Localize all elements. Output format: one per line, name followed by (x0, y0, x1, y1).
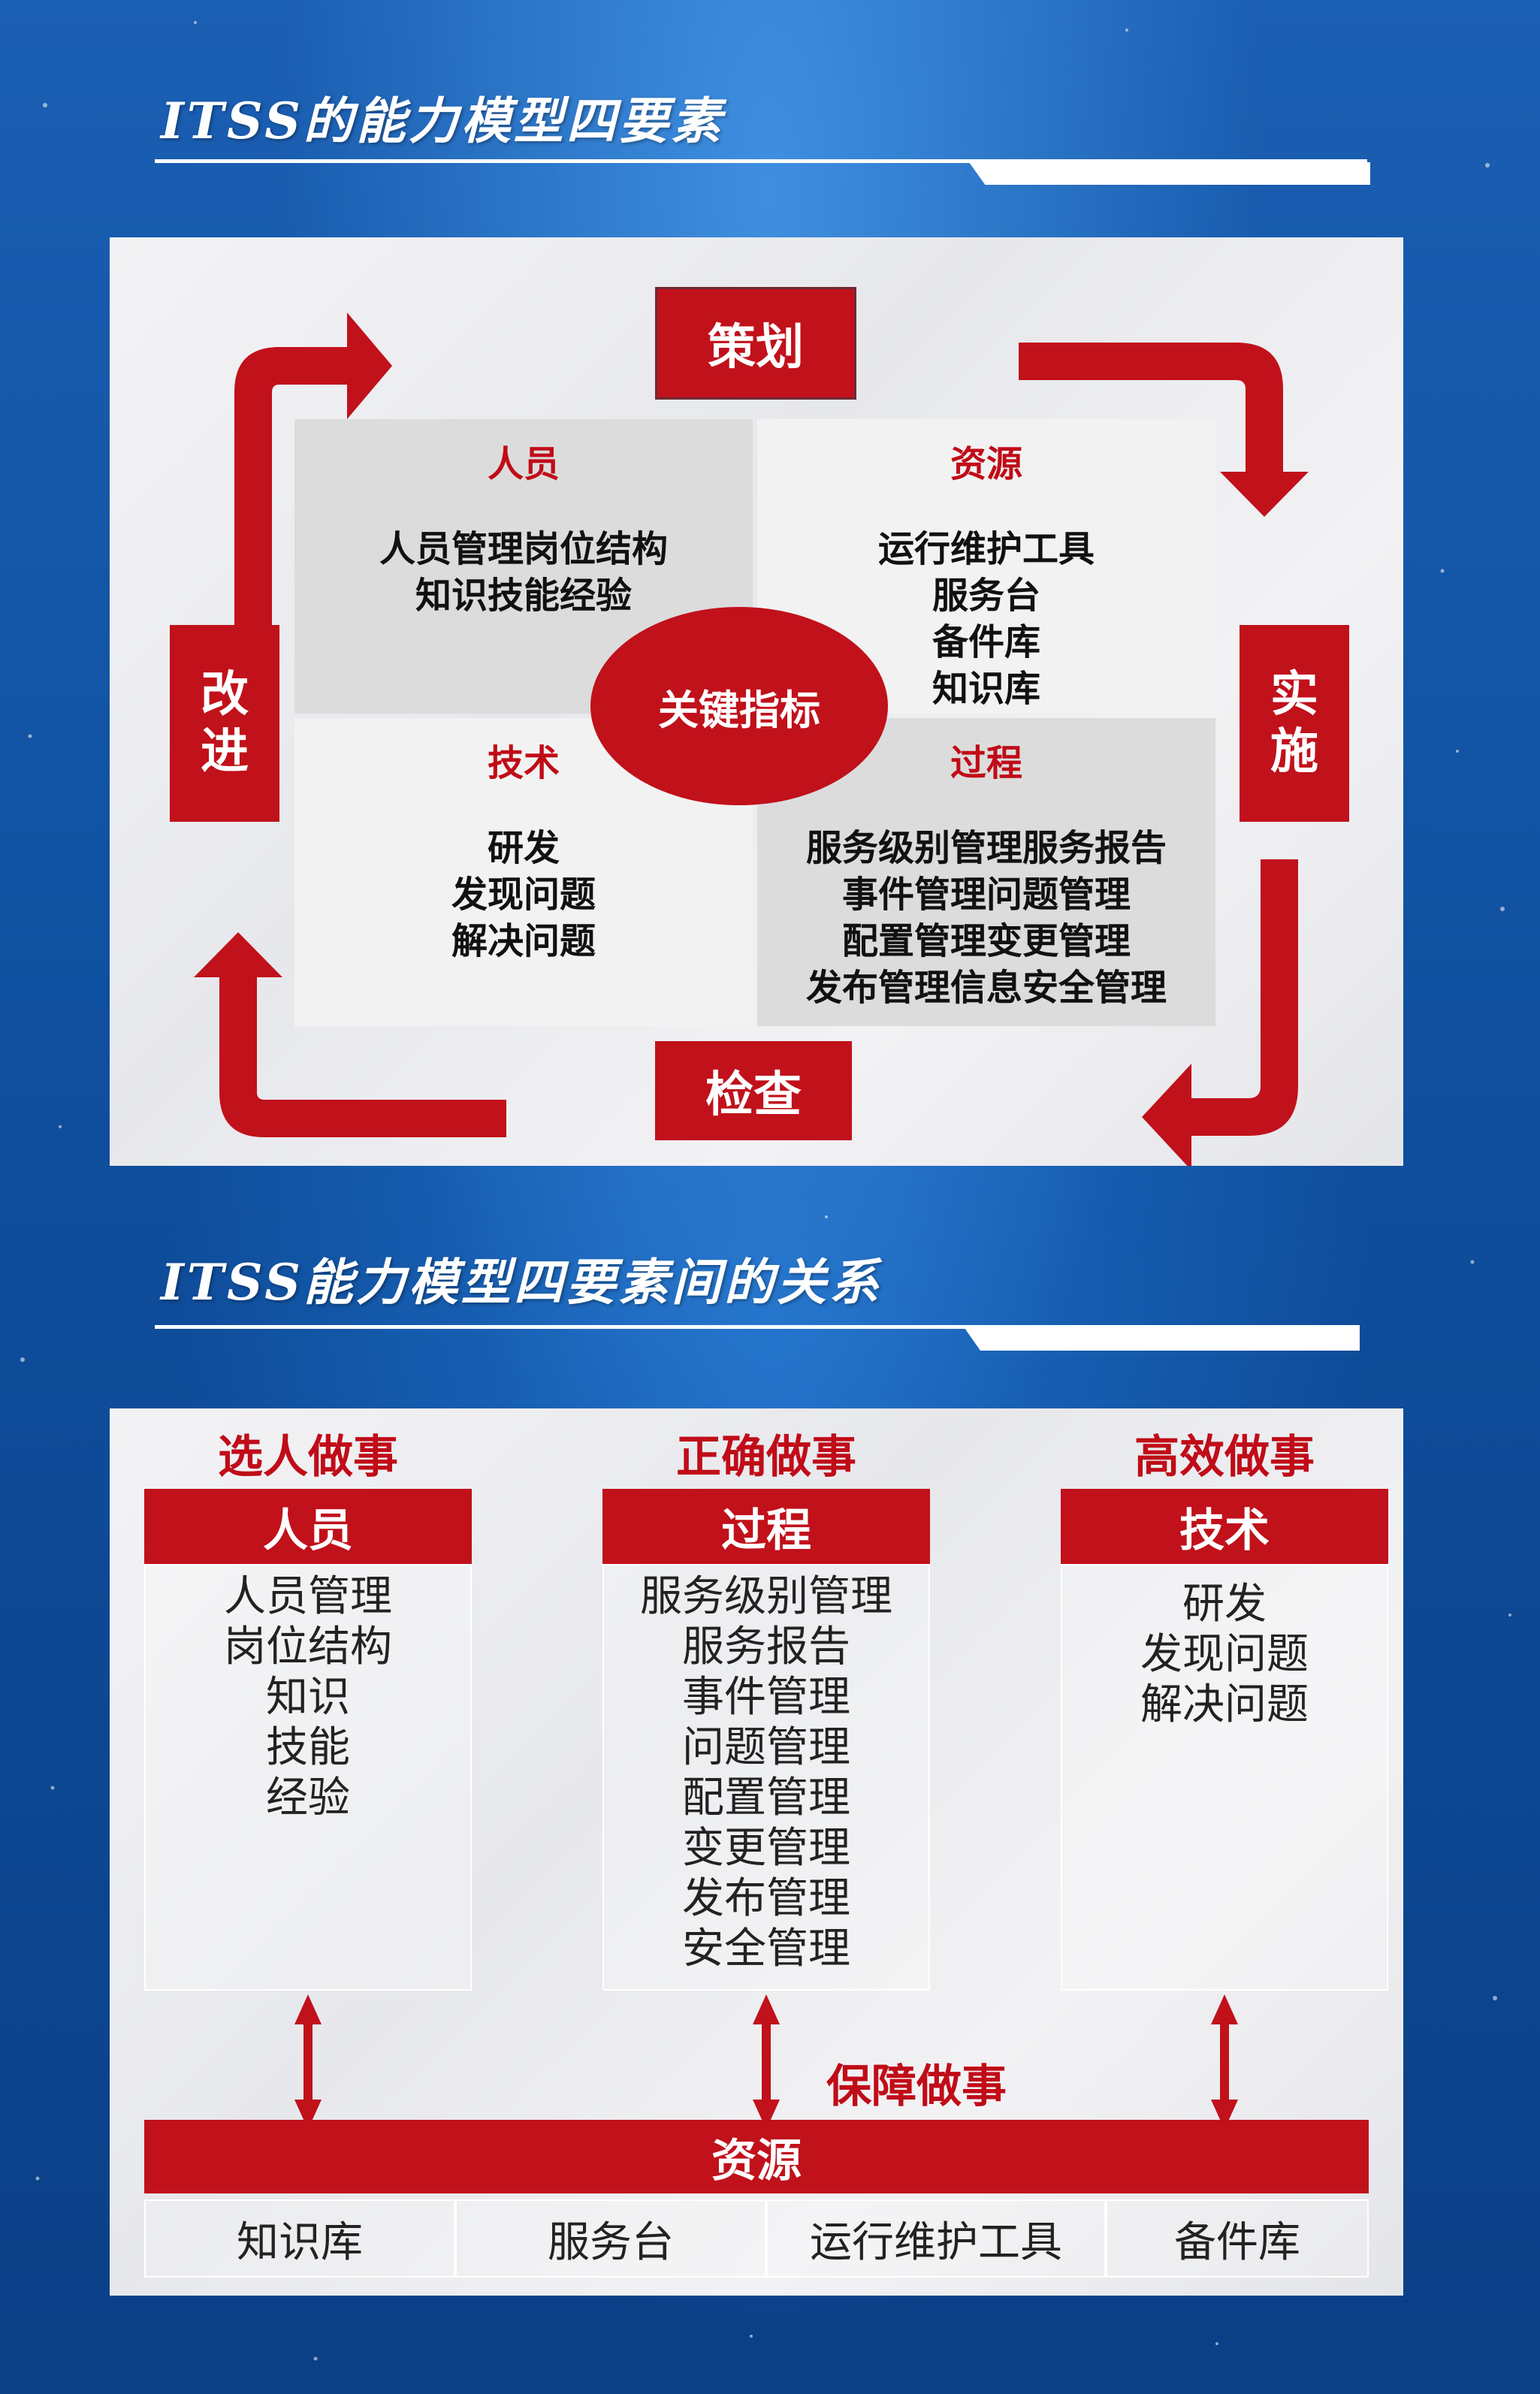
quadrant-line: 发布管理信息安全管理 (805, 967, 1167, 1009)
title-underline (155, 159, 1367, 163)
double-arrow-people-icon (294, 1994, 322, 2130)
double-arrow-technology-icon (1211, 1994, 1238, 2130)
quadrant-line: 服务级别管理服务报告 (805, 827, 1167, 869)
list-item: 安全管理 (682, 1925, 850, 1973)
slogan-technology: 高效做事 (1134, 1431, 1315, 1484)
quadrant-resources-body: 运行维护工具 服务台 备件库 知识库 (757, 526, 1215, 712)
cycle-act-label: 改进 (201, 667, 249, 780)
quadrant-technology-body: 研发 发现问题 解决问题 (294, 825, 753, 965)
list-item: 技能 (266, 1723, 350, 1772)
column-body-people: 人员管理 岗位结构 知识 技能 经验 (144, 1564, 472, 1991)
title-underline (155, 1325, 1360, 1329)
list-item: 服务报告 (682, 1623, 850, 1671)
key-indicator-ellipse: 关键指标 (590, 607, 888, 805)
list-item: 知识 (266, 1673, 350, 1722)
arrow-do-to-check-icon (1142, 859, 1298, 1166)
double-arrow-process-icon (753, 1994, 780, 2130)
quadrant-technology: 技术 研发 发现问题 解决问题 (294, 733, 753, 965)
section-title-relationship: ITSS能力模型四要素间的关系 (161, 1253, 882, 1312)
quadrant-line: 人员管理岗位结构 (379, 528, 668, 570)
column-body-technology: 研发 发现问题 解决问题 (1061, 1564, 1388, 1991)
list-item: 发现问题 (1140, 1630, 1309, 1679)
column-head-people: 人员 (144, 1489, 472, 1564)
section-title-capability-model: ITSS的能力模型四要素 (161, 92, 724, 150)
list-item: 岗位结构 (224, 1623, 392, 1671)
cycle-plan-box: 策划 (655, 287, 856, 400)
cycle-check-box: 检查 (655, 1041, 852, 1140)
list-item: 事件管理 (682, 1673, 850, 1722)
list-item: 研发 (1182, 1580, 1267, 1629)
quadrant-people-head: 人员 (487, 443, 560, 485)
quadrant-resources: 资源 运行维护工具 服务台 备件库 知识库 (757, 434, 1215, 712)
slogan-guarantee: 保障做事 (826, 2060, 1007, 2113)
quadrant-resources-head: 资源 (950, 443, 1022, 485)
cycle-do-label: 实施 (1270, 667, 1318, 780)
slogan-people: 选人做事 (218, 1431, 398, 1484)
list-item: 变更管理 (682, 1824, 850, 1873)
column-head-technology: 技术 (1061, 1489, 1388, 1564)
quadrant-line: 备件库 (932, 621, 1040, 663)
list-item: 发布管理 (682, 1874, 850, 1923)
quadrant-line: 发现问题 (451, 874, 596, 916)
title-underline-tab (969, 162, 1370, 185)
quadrant-line: 知识技能经验 (415, 575, 632, 617)
cycle-do-box: 实施 (1240, 625, 1349, 822)
quadrant-technology-head: 技术 (487, 742, 560, 784)
quadrant-line: 知识库 (932, 668, 1040, 710)
relationship-panel: 选人做事 正确做事 高效做事 人员 过程 技术 人员管理 岗位结构 知识 技能 … (110, 1408, 1403, 2296)
cycle-arrows (194, 312, 1309, 1166)
quadrant-line: 运行维护工具 (877, 528, 1095, 570)
resource-cell: 备件库 (1106, 2199, 1369, 2278)
arrow-act-to-plan-icon (234, 312, 392, 714)
quadrant-process-head: 过程 (950, 742, 1022, 784)
arrow-check-to-act-icon (194, 932, 506, 1137)
arrow-plan-to-do-icon (1019, 343, 1309, 517)
resource-cell: 服务台 (455, 2199, 766, 2278)
quadrant-people-body: 人员管理岗位结构 知识技能经验 (294, 526, 753, 619)
slogan-process: 正确做事 (676, 1431, 856, 1484)
list-item: 经验 (266, 1774, 350, 1822)
quadrant-line: 服务台 (932, 575, 1040, 617)
quadrant-line: 事件管理问题管理 (841, 874, 1131, 916)
quadrant-line: 配置管理变更管理 (841, 920, 1131, 962)
capability-model-panel: 人员 人员管理岗位结构 知识技能经验 资源 运行维护工具 服务台 备件库 知识库… (110, 237, 1403, 1166)
resource-cell: 知识库 (144, 2199, 455, 2278)
quadrant-line: 解决问题 (451, 920, 596, 962)
title-underline-tab (965, 1328, 1360, 1351)
list-item: 服务级别管理 (640, 1572, 892, 1621)
quadrant-process-body: 服务级别管理服务报告 事件管理问题管理 配置管理变更管理 发布管理信息安全管理 (757, 825, 1215, 1011)
list-item: 问题管理 (682, 1723, 850, 1772)
quadrant-line: 研发 (487, 827, 560, 869)
column-body-process: 服务级别管理 服务报告 事件管理 问题管理 配置管理 变更管理 发布管理 安全管… (602, 1564, 930, 1991)
list-item: 配置管理 (682, 1774, 850, 1822)
quadrant-people: 人员 人员管理岗位结构 知识技能经验 (294, 434, 753, 619)
quadrant-process: 过程 服务级别管理服务报告 事件管理问题管理 配置管理变更管理 发布管理信息安全… (757, 733, 1215, 1011)
double-arrows (294, 1994, 1238, 2130)
column-head-process: 过程 (602, 1489, 930, 1564)
cycle-act-box: 改进 (170, 625, 279, 822)
list-item: 解决问题 (1140, 1680, 1309, 1729)
resource-bar: 资源 (144, 2120, 1369, 2193)
resource-cell: 运行维护工具 (766, 2199, 1106, 2278)
list-item: 人员管理 (224, 1572, 392, 1621)
